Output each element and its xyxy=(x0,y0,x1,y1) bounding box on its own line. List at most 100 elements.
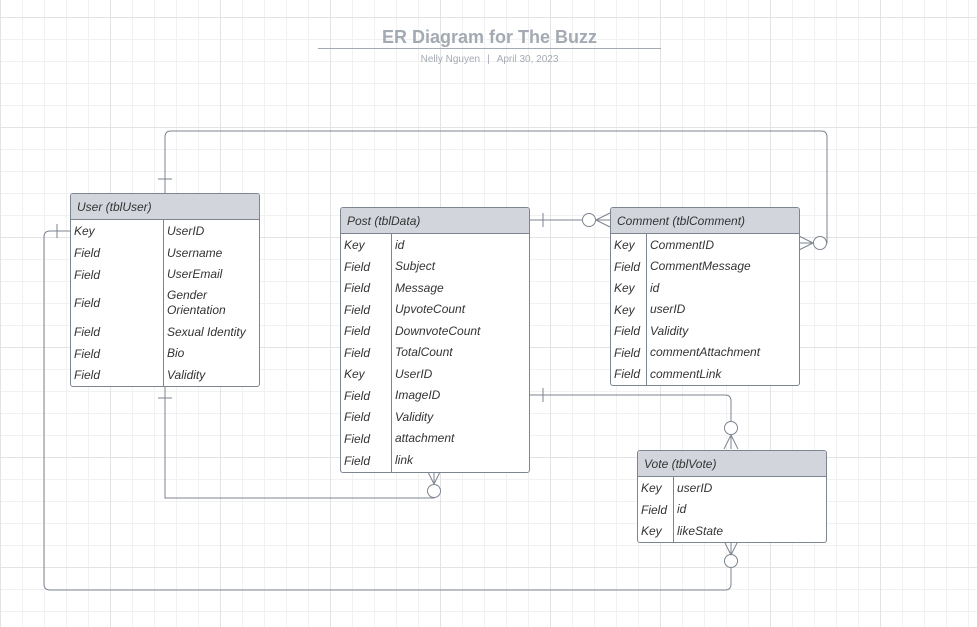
entity-user[interactable]: User (tblUser) Key UserID Field Username F… xyxy=(70,193,260,387)
entity-post-row: Field UpvoteCount xyxy=(341,299,529,320)
field-name: UserID xyxy=(167,223,205,238)
connector-post-vote xyxy=(529,394,732,422)
entity-user-row: Field UserEmail xyxy=(71,264,259,285)
title-underline xyxy=(318,48,661,49)
zero-mark-user-vote xyxy=(724,554,738,568)
field-name: id xyxy=(650,280,660,295)
entity-post-row: Field TotalCount xyxy=(341,342,529,363)
field-kind: Key xyxy=(641,481,662,495)
crowfoot-user-comment xyxy=(798,235,814,251)
entity-user-title: User (tblUser) xyxy=(71,194,259,220)
field-name: Username xyxy=(167,245,223,260)
field-kind: Field xyxy=(614,324,641,338)
entity-user-row: Field Sexual Identity xyxy=(71,321,259,343)
entity-comment-row: Key id xyxy=(611,277,799,299)
field-kind: Field xyxy=(344,302,371,317)
entity-post-row: Field Message xyxy=(341,277,529,299)
field-name: likeState xyxy=(677,523,724,538)
field-kind: Field xyxy=(614,345,641,360)
field-name: userID xyxy=(650,302,686,316)
field-name: UpvoteCount xyxy=(395,302,466,316)
field-kind: Field xyxy=(344,388,371,403)
entity-post-row: Field Validity xyxy=(341,406,529,428)
field-kind: Field xyxy=(614,259,641,274)
field-name: Sexual Identity xyxy=(167,324,246,339)
entity-comment-title: Comment (tblComment) xyxy=(611,208,799,234)
field-name: commentAttachment xyxy=(650,345,761,359)
field-name: TotalCount xyxy=(395,345,453,359)
field-name: Message xyxy=(395,280,444,295)
entity-comment-row: Field Validity xyxy=(611,320,799,342)
entity-post-row: Field link xyxy=(341,449,529,472)
field-kind: Field xyxy=(74,267,101,282)
field-kind: Field xyxy=(344,431,371,446)
field-name: userID xyxy=(677,480,713,495)
field-kind: Key xyxy=(74,224,95,238)
field-kind: Field xyxy=(344,259,371,274)
entity-user-row: Key UserID xyxy=(71,220,259,242)
field-name: Subject xyxy=(395,259,436,273)
diagram-date: April 30, 2023 xyxy=(496,54,559,65)
field-kind: Field xyxy=(344,453,371,468)
entity-user-row: Field Validity xyxy=(71,364,259,386)
field-name: DownvoteCount xyxy=(395,323,481,338)
crowfoot-post-vote xyxy=(723,434,739,450)
crowfoot-user-vote xyxy=(723,540,739,556)
field-name: ImageID xyxy=(395,388,441,402)
entity-vote-title: Vote (tblVote) xyxy=(638,451,826,477)
field-kind: Field xyxy=(344,281,371,295)
entity-post-row: Field attachment xyxy=(341,428,529,449)
diagram-subtitle: Nelly Nguyen | April 30, 2023 xyxy=(318,54,661,65)
field-name: Validity xyxy=(395,409,434,424)
subtitle-separator: | xyxy=(487,54,490,65)
field-kind: Key xyxy=(614,238,635,252)
field-kind: Field xyxy=(74,368,101,382)
field-kind: Key xyxy=(641,524,662,538)
field-kind: Key xyxy=(614,281,635,295)
field-name: Validity xyxy=(167,367,206,382)
field-kind: Field xyxy=(344,410,371,424)
zero-mark-post-comment xyxy=(582,213,596,227)
entity-post-row: Field Subject xyxy=(341,256,529,277)
author-name: Nelly Nguyen xyxy=(420,54,481,65)
crowfoot-post-comment xyxy=(595,212,611,228)
field-kind: Field xyxy=(614,367,641,381)
field-name: Validity xyxy=(650,323,689,338)
entity-post-row: Field DownvoteCount xyxy=(341,320,529,342)
field-name: id xyxy=(395,237,405,252)
field-name: link xyxy=(395,453,414,467)
zero-mark-user-post xyxy=(427,484,441,498)
field-kind: Key xyxy=(344,367,365,381)
field-kind: Field xyxy=(344,324,371,338)
field-name: commentLink xyxy=(650,366,722,381)
entity-vote-row: Key userID xyxy=(638,477,826,499)
field-kind: Key xyxy=(344,238,365,252)
field-name: Gender Orientation xyxy=(167,288,226,317)
field-name: Bio xyxy=(167,346,185,360)
field-kind: Field xyxy=(344,345,371,360)
entity-comment-row: Field commentAttachment xyxy=(611,342,799,363)
field-name: UserEmail xyxy=(167,267,223,281)
entity-post-title: Post (tblData) xyxy=(341,208,529,234)
field-name: id xyxy=(677,502,687,516)
field-kind: Key xyxy=(614,302,635,317)
entity-user-row: Field Username xyxy=(71,242,259,264)
entity-comment-row: Field commentLink xyxy=(611,363,799,385)
zero-mark-post-vote xyxy=(724,421,738,435)
field-kind: Field xyxy=(74,325,101,339)
field-kind: Field xyxy=(74,246,101,260)
entity-post-row: Field ImageID xyxy=(341,385,529,406)
field-name: attachment xyxy=(395,431,455,445)
